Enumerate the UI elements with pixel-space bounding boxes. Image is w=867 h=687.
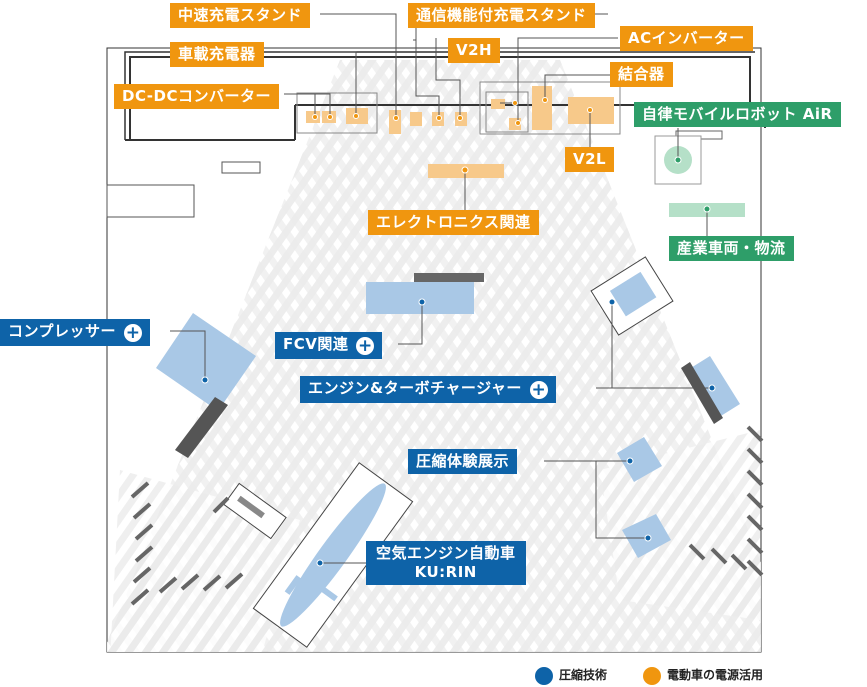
plus-circle-icon[interactable]: + bbox=[124, 323, 143, 343]
label-electronics[interactable]: エレクトロニクス関連 bbox=[368, 210, 539, 235]
label-fcv[interactable]: FCV関連 + bbox=[275, 332, 383, 359]
label-engine-turbo[interactable]: エンジン&ターボチャージャー + bbox=[300, 376, 556, 403]
label-compressor-text: コンプレッサー bbox=[8, 322, 117, 340]
label-ac-inverter[interactable]: ACインバーター bbox=[620, 26, 753, 51]
label-v2l[interactable]: V2L bbox=[565, 147, 615, 172]
label-air-car-line2: KU:RIN bbox=[414, 563, 477, 581]
label-mobile-robot[interactable]: 自律モバイルロボット AiR bbox=[634, 102, 841, 127]
leader-dots-green bbox=[674, 156, 711, 213]
legend-compression-label: 圧縮技術 bbox=[559, 668, 608, 682]
label-coupler[interactable]: 結合器 bbox=[610, 62, 673, 87]
label-onboard-charger[interactable]: 車載充電器 bbox=[170, 42, 264, 67]
legend-ev-power-dot bbox=[643, 667, 661, 685]
compression-exhibits bbox=[156, 256, 740, 558]
legend-ev-power-label: 電動車の電源活用 bbox=[667, 668, 764, 682]
label-comm-charger[interactable]: 通信機能付充電スタンド bbox=[408, 3, 595, 28]
label-compression-demo[interactable]: 圧縮体験展示 bbox=[408, 449, 518, 474]
label-fcv-text: FCV関連 bbox=[283, 335, 349, 353]
label-fast-charger[interactable]: 中速充電スタンド bbox=[170, 3, 311, 28]
wall-ticks bbox=[130, 425, 764, 606]
label-air-car[interactable]: 空気エンジン自動車 KU:RIN bbox=[366, 541, 526, 585]
plus-circle-icon[interactable]: + bbox=[356, 336, 375, 356]
label-engine-turbo-text: エンジン&ターボチャージャー bbox=[308, 379, 522, 397]
air-car-area bbox=[223, 462, 414, 648]
label-dcdc-converter[interactable]: DC-DCコンバーター bbox=[114, 84, 279, 109]
walkway-stripes bbox=[107, 60, 761, 652]
legend-compression-dot bbox=[535, 667, 553, 685]
leader-dots-blue bbox=[201, 298, 716, 567]
label-industrial-vehicles[interactable]: 産業車両・物流 bbox=[669, 236, 794, 261]
label-compressor[interactable]: コンプレッサー + bbox=[0, 319, 151, 346]
label-v2h[interactable]: V2H bbox=[448, 38, 501, 63]
leader-dots bbox=[312, 97, 593, 174]
label-air-car-line1: 空気エンジン自動車 bbox=[376, 544, 516, 562]
plus-circle-icon[interactable]: + bbox=[529, 380, 548, 400]
